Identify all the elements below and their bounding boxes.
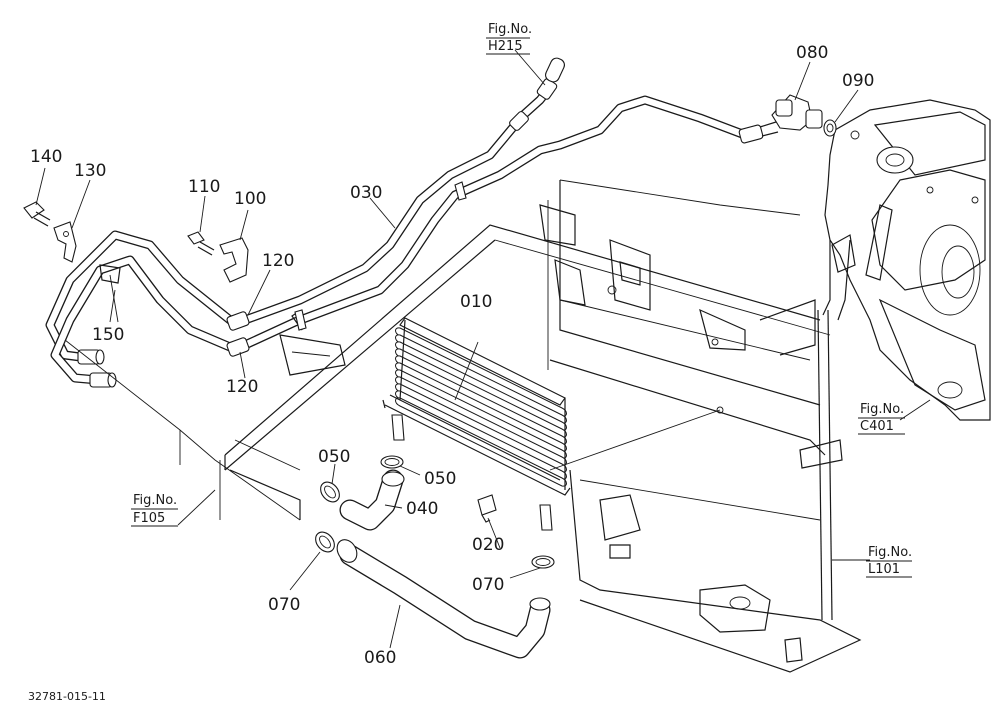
drawing-code: 32781-015-11 [28, 690, 106, 703]
oil-cooler [382, 317, 571, 531]
fig-ref-l101: Fig.No. L101 [866, 545, 912, 578]
callout-120-top: 120 [262, 251, 294, 271]
hose-clamps [315, 455, 555, 569]
callout-150: 150 [92, 325, 124, 345]
frame-structure [219, 179, 862, 673]
figure-references: Fig.No. H215 Fig.No. C401 Fig.No. F105 F… [131, 22, 912, 578]
callout-070-left: 070 [268, 595, 300, 615]
svg-text:C401: C401 [860, 419, 894, 434]
callout-140: 140 [30, 147, 62, 167]
fig-ref-c401: Fig.No. C401 [858, 402, 905, 435]
leader-lines [35, 49, 931, 649]
fig-ref-f105: Fig.No. F105 [131, 493, 178, 527]
svg-text:L101: L101 [868, 562, 900, 577]
bolts-and-brackets [23, 181, 467, 331]
callout-070-right: 070 [472, 575, 504, 595]
callout-020: 020 [472, 535, 504, 555]
callout-060: 060 [364, 648, 396, 668]
svg-text:Fig.No.: Fig.No. [860, 402, 904, 417]
callout-010: 010 [460, 292, 492, 312]
callout-050-left: 050 [318, 447, 350, 467]
callout-100: 100 [234, 189, 266, 209]
callout-050-right: 050 [424, 469, 456, 489]
callout-130: 130 [74, 161, 106, 181]
svg-text:H215: H215 [488, 39, 523, 54]
oil-cooler-pipes [45, 57, 764, 388]
callout-080: 080 [796, 43, 828, 63]
elbow-fitting [759, 94, 837, 137]
rubber-hoses [336, 469, 551, 659]
fig-ref-h215: Fig.No. H215 [486, 22, 532, 55]
svg-text:F105: F105 [133, 511, 165, 526]
callout-120-bottom: 120 [226, 377, 258, 397]
callout-030: 030 [350, 183, 382, 203]
svg-text:Fig.No.: Fig.No. [133, 493, 177, 508]
svg-text:Fig.No.: Fig.No. [488, 22, 532, 37]
svg-text:Fig.No.: Fig.No. [868, 545, 912, 560]
callout-090: 090 [842, 71, 874, 91]
callout-110: 110 [188, 177, 220, 197]
callout-040: 040 [406, 499, 438, 519]
callout-labels: 010 020 030 040 050 050 060 070 070 080 … [30, 43, 874, 668]
transmission-housing [822, 99, 991, 421]
